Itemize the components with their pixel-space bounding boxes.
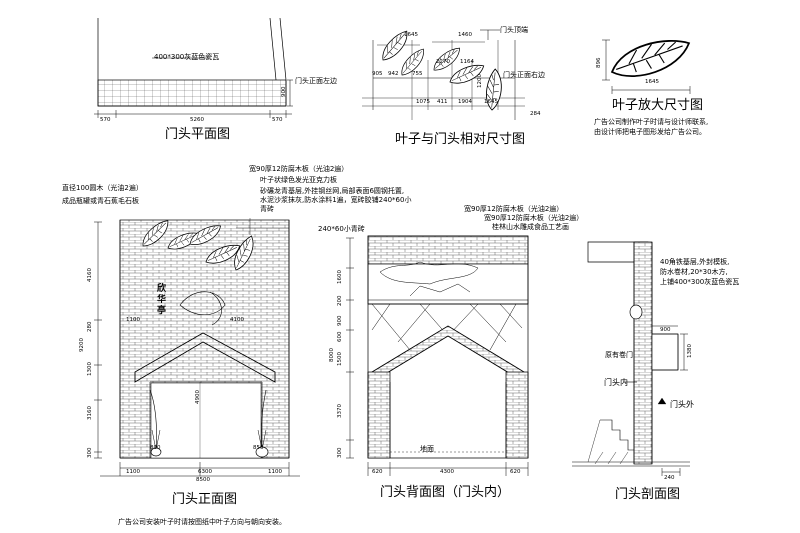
section-dim-3: 240 — [664, 475, 675, 481]
front-dim-i5: 850 — [253, 445, 264, 451]
signage-char-3: 亭 — [157, 306, 167, 316]
back-dim-l2: 200 — [337, 295, 343, 307]
front-dim-b1: 1100 — [126, 469, 140, 475]
front-dim-b3: 1100 — [268, 469, 282, 475]
front-dim-l2: 280 — [87, 321, 93, 333]
plan-dim-depth: 900 — [281, 86, 287, 98]
front-dim-l5: 300 — [87, 447, 93, 459]
back-dim-l5: 1500 — [337, 352, 343, 366]
title-plan: 门头平面图 — [165, 127, 231, 142]
front-left-note-1: 直径100圆木（光油2遍） — [62, 184, 143, 192]
back-dim-b2: 4300 — [440, 469, 454, 475]
leafrel-dim-side2: 284 — [530, 111, 541, 117]
leafrel-dim-4: 2270 — [436, 59, 450, 65]
leafrel-dim-2: 942 — [388, 71, 399, 77]
front-dim-i3: 4900 — [195, 390, 201, 404]
back-dim-height: 8000 — [329, 348, 335, 362]
leafrel-dim-8: 1904 — [458, 99, 472, 105]
front-dim-i2: 4100 — [230, 317, 244, 323]
plan-dim-middle: 5260 — [190, 117, 204, 123]
front-top-note-2: 叶子状绿色发光亚克力板 — [260, 176, 337, 184]
back-top-note-1: 宽90厚12防腐木板（光油2遍） — [464, 205, 564, 213]
section-note-1: 40角铁基层,外封模板, — [660, 258, 730, 266]
section-dim-2: 1380 — [687, 344, 693, 358]
plan-tile-note: 400*300灰蓝色瓷瓦 — [154, 53, 220, 61]
door-outside-label: 门头外 — [670, 400, 694, 409]
leafrel-dim-1: 905 — [372, 71, 383, 77]
front-dim-height: 9200 — [79, 338, 85, 352]
back-top-note-3: 桂林山水雕成食品工艺画 — [492, 223, 569, 231]
leaf-company-note-1: 广告公司制作叶子时请与设计师联系, — [594, 118, 709, 126]
leafrel-dim-side1: 1200 — [477, 74, 483, 88]
front-dim-l1: 4160 — [87, 268, 93, 282]
leafzoom-dim-width: 1645 — [645, 79, 659, 85]
front-dim-i4: 800 — [150, 445, 161, 451]
section-dim-1: 900 — [660, 327, 671, 333]
leafrel-dim-9: 1645 — [484, 99, 498, 105]
section-note-3: 上铺400*300灰蓝色瓷瓦 — [660, 278, 740, 286]
front-left-note-2: 成品瓶罐或青石蕉毛石板 — [62, 197, 139, 205]
front-edge-left-label: 门头正面左边 — [295, 77, 337, 85]
back-dim-l1: 1600 — [337, 270, 343, 284]
back-top-note-2: 宽90厚12防腐木板（光油2遍） — [484, 214, 584, 222]
section-note-2: 防水卷材,20*30木方, — [660, 268, 728, 276]
plan-dim-left: 570 — [100, 117, 111, 123]
front-footer-note: 广告公司安装叶子时请按图纸中叶子方向与朝向安装。 — [118, 518, 286, 526]
front-dim-l3: 1300 — [87, 362, 93, 376]
back-top-brick — [367, 235, 529, 265]
back-dim-b1: 620 — [372, 469, 383, 475]
title-back: 门头背面图（门头内） — [380, 485, 511, 500]
leafrel-dim-7: 411 — [437, 99, 448, 105]
front-top-note-4: 水泥沙浆抹灰,防水涂料1遍，宽砖胶铺240*60小 — [260, 196, 412, 204]
front-top-note-3: 砂碾龙青基层,外挂钢丝网,局部表面6圆钢托置, — [260, 187, 405, 195]
leafrel-dim-top2: 1460 — [458, 32, 472, 38]
title-leaf-zoom: 叶子放大尺寸图 — [612, 98, 704, 113]
door-inside-label: 门头内 — [604, 378, 628, 387]
back-dim-l4: 600 — [337, 331, 343, 343]
back-dim-l7: 300 — [337, 447, 343, 459]
title-leaf-relative: 叶子与门头相对尺寸图 — [395, 132, 526, 147]
plan-tile-band — [97, 79, 287, 107]
plan-outline — [97, 17, 287, 107]
signage-char-1: 欣 — [157, 284, 167, 294]
front-dim-l4: 3160 — [87, 406, 93, 420]
front-top-note-5: 青砖 — [260, 205, 274, 213]
front-dim-i1: 1100 — [126, 317, 140, 323]
back-dim-l6: 3370 — [337, 404, 343, 418]
title-section: 门头剖面图 — [615, 487, 681, 502]
back-dim-l3: 900 — [337, 315, 343, 327]
leafrel-dim-3: 755 — [412, 71, 423, 77]
back-small-brick-note: 240*60小青砖 — [318, 225, 365, 233]
back-dim-b3: 620 — [510, 469, 521, 475]
front-dim-total: 8500 — [196, 477, 210, 483]
leafrel-dim-top1: 1645 — [404, 32, 418, 38]
front-dim-b2: 6300 — [198, 469, 212, 475]
leafrel-dim-5: 1164 — [460, 59, 474, 65]
title-front: 门头正面图 — [172, 492, 238, 507]
leafrel-dim-6: 1075 — [416, 99, 430, 105]
plan-dim-right: 570 — [272, 117, 283, 123]
front-top-note-1: 宽90厚12防腐木板（光油2遍） — [249, 165, 349, 173]
leafzoom-dim-height: 896 — [596, 57, 602, 69]
signage-char-2: 华 — [157, 295, 167, 305]
section-door-label: 原有卷门 — [605, 351, 633, 359]
leaf-company-note-2: 由设计师把电子图形发给广告公司。 — [594, 128, 706, 136]
back-ground-label: 地面 — [420, 445, 434, 453]
front-edge-right-label: 门头正面右边 — [503, 71, 545, 79]
top-edge-label: 门头顶端 — [500, 26, 528, 34]
